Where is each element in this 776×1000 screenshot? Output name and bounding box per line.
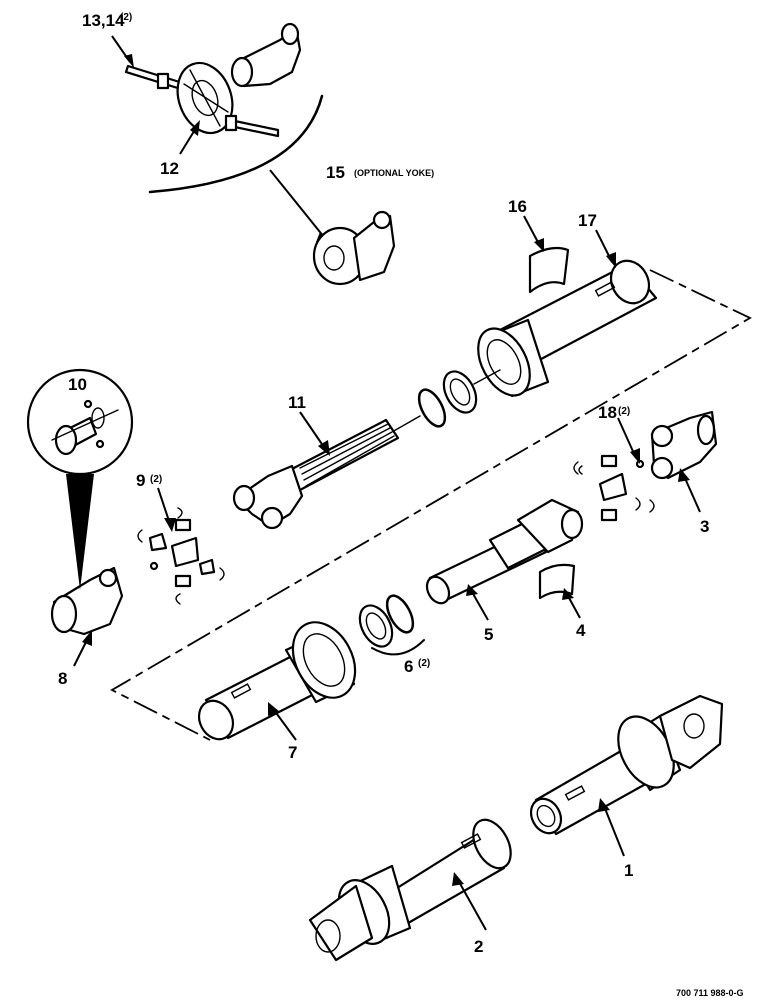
assembly-boundary-dashed xyxy=(110,269,752,741)
drawing-number: 700 711 988-0-G xyxy=(676,988,744,998)
assembled-driveline xyxy=(308,694,724,962)
callout-13-14-qty: (2) xyxy=(120,12,132,23)
callout-12: 12 xyxy=(160,159,179,178)
washer-14 xyxy=(156,72,170,90)
callout-9: 9 xyxy=(136,471,145,490)
callout-2: 2 xyxy=(474,937,483,956)
callout-1: 1 xyxy=(624,861,633,880)
yoke-8 xyxy=(50,566,124,636)
callout-4: 4 xyxy=(576,621,586,640)
callout-3: 3 xyxy=(700,517,709,536)
snap-ring-lower xyxy=(385,594,415,634)
seal-ring-lower xyxy=(358,604,394,648)
optional-yoke-15 xyxy=(312,210,396,286)
callout-18-qty: (2) xyxy=(618,406,630,417)
callout-13-14: 13,14 xyxy=(82,11,125,30)
detail-circle-10 xyxy=(26,368,134,590)
callout-15: 15 xyxy=(326,163,345,182)
callout-18: 18 xyxy=(598,403,617,422)
callout-6: 6 xyxy=(404,657,413,676)
snap-ring-upper xyxy=(417,388,447,428)
callout-9-qty: (2) xyxy=(150,474,162,485)
callout-labels: 13,14 (2) 12 15 (OPTIONAL YOKE) 16 17 10… xyxy=(58,11,744,998)
outer-tube-17 xyxy=(477,259,658,398)
callout-17: 17 xyxy=(578,211,597,230)
inner-tube-5 xyxy=(425,498,584,605)
part-16-label-sheet xyxy=(528,246,570,294)
splined-shaft-11 xyxy=(232,418,400,530)
callout-7: 7 xyxy=(288,743,297,762)
cross-bearing-18 xyxy=(573,454,655,522)
callout-10: 10 xyxy=(68,375,87,394)
leader-lines xyxy=(73,35,701,931)
shield-assembly-detail xyxy=(124,22,324,194)
outer-tube-7 xyxy=(197,621,357,741)
callout-5: 5 xyxy=(484,625,493,644)
callout-6-qty: (2) xyxy=(418,658,430,669)
yoke-3 xyxy=(650,410,718,480)
callout-8: 8 xyxy=(58,669,67,688)
cross-bearing-9 xyxy=(137,507,225,605)
callout-15-note: (OPTIONAL YOKE) xyxy=(354,168,434,178)
callout-16: 16 xyxy=(508,197,527,216)
callout-11: 11 xyxy=(288,393,306,412)
